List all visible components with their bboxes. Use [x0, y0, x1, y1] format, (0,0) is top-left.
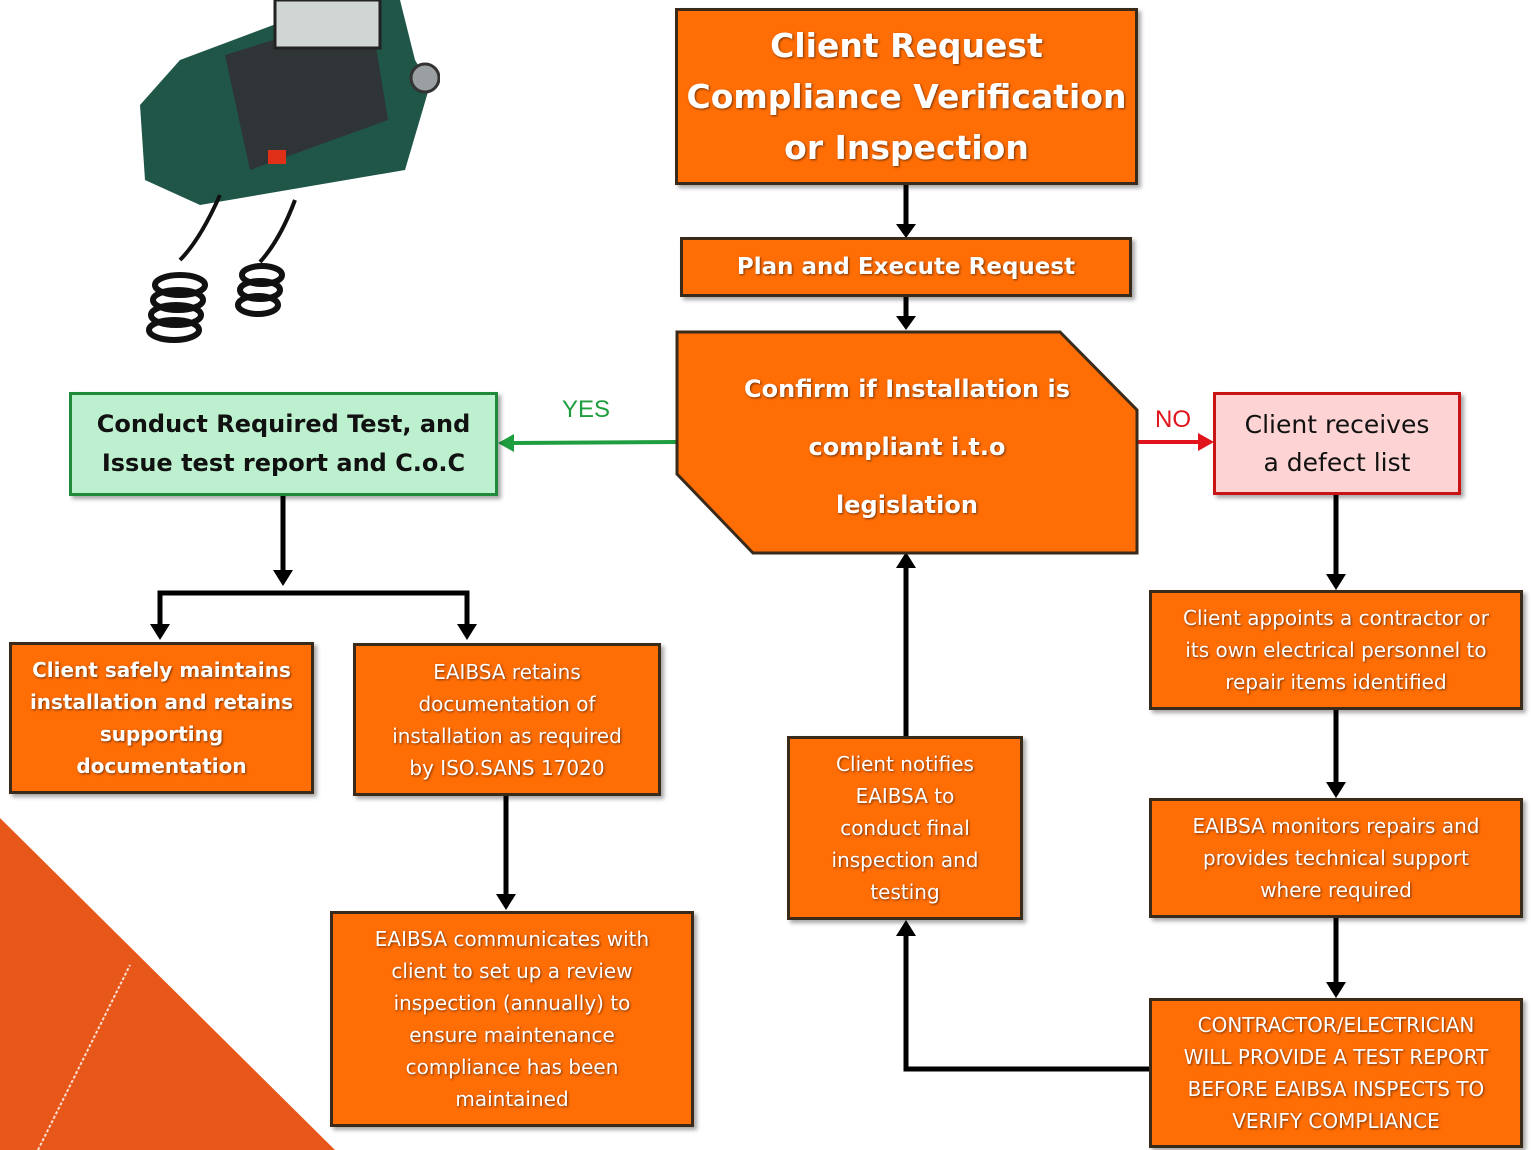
plan-execute-box: Plan and Execute Request	[680, 237, 1132, 297]
retains-line4: by ISO.SANS 17020	[409, 755, 605, 780]
monitors-line1: EAIBSA monitors repairs and	[1192, 814, 1480, 838]
arrow-yes	[511, 440, 678, 445]
maintains-box: Client safely maintains installation and…	[9, 642, 314, 794]
notifies-line5: testing	[870, 880, 940, 904]
monitors-box: EAIBSA monitors repairs and provides tec…	[1149, 798, 1523, 918]
notifies-box: Client notifies EAIBSA to conduct final …	[787, 736, 1023, 920]
client-request-box: Client Request Compliance Verification o…	[675, 8, 1138, 185]
confirm-line2: compliant i.t.o	[808, 433, 1006, 461]
maintains-line1: Client safely maintains	[32, 658, 291, 682]
retains-line2: documentation of	[418, 691, 596, 716]
maintains-line3: supporting	[99, 722, 224, 746]
appoints-line1: Client appoints a contractor or	[1183, 606, 1489, 630]
contractor-line1: CONTRACTOR/ELECTRICIAN	[1197, 1013, 1475, 1037]
decorative-orange-triangle	[0, 818, 335, 1150]
client-request-line1: Client Request	[770, 26, 1043, 65]
defect-list-line1: Client receives	[1244, 409, 1430, 439]
retains-docs-box: EAIBSA retains documentation of installa…	[353, 643, 661, 796]
defect-list-line2: a defect list	[1263, 447, 1411, 477]
contractor-line4: VERIFY COMPLIANCE	[1232, 1109, 1440, 1133]
contractor-line2: WILL PROVIDE A TEST REPORT	[1183, 1045, 1489, 1069]
arrow-contractor-to-notifies	[903, 934, 1150, 1072]
retains-line1: EAIBSA retains	[433, 659, 581, 684]
notifies-line1: Client notifies	[836, 752, 974, 776]
monitors-line2: provides technical support	[1203, 846, 1469, 870]
no-label: NO	[1155, 406, 1191, 433]
maintains-line4: documentation	[76, 754, 247, 778]
conduct-test-box: Conduct Required Test, and Issue test re…	[69, 392, 498, 496]
retains-line3: installation as required	[392, 723, 622, 748]
monitors-line3: where required	[1260, 878, 1412, 902]
communicates-line5: compliance has been	[405, 1055, 619, 1079]
defect-list-box: Client receives a defect list	[1213, 392, 1461, 495]
confirm-shape	[675, 330, 1139, 555]
notifies-line4: inspection and	[831, 848, 979, 872]
communicates-line3: inspection (annually) to	[393, 991, 631, 1015]
communicates-line1: EAIBSA communicates with	[374, 927, 650, 951]
communicates-line4: ensure maintenance	[409, 1023, 615, 1047]
yes-label: YES	[562, 396, 611, 423]
contractor-report-box: CONTRACTOR/ELECTRICIAN WILL PROVIDE A TE…	[1149, 998, 1523, 1148]
plan-execute-label: Plan and Execute Request	[736, 254, 1076, 280]
contractor-line3: BEFORE EAIBSA INSPECTS TO	[1187, 1077, 1485, 1101]
notifies-line2: EAIBSA to	[855, 784, 955, 808]
client-request-line3: or Inspection	[784, 128, 1029, 167]
communicates-box: EAIBSA communicates with client to set u…	[330, 911, 694, 1127]
appoints-line2: its own electrical personnel to	[1185, 638, 1487, 662]
notifies-line3: conduct final	[840, 816, 970, 840]
client-request-line2: Compliance Verification	[686, 77, 1127, 116]
conduct-test-line1: Conduct Required Test, and	[96, 410, 471, 438]
maintains-line2: installation and retains	[29, 690, 294, 714]
decorative-white-stroke	[37, 964, 131, 1150]
confirm-line3: legislation	[836, 491, 978, 519]
appoints-line3: repair items identified	[1225, 670, 1447, 694]
communicates-line6: maintained	[455, 1087, 569, 1111]
insulation-tester-device-image	[140, 0, 440, 343]
confirm-text: Confirm if Installation is compliant i.t…	[677, 360, 1137, 534]
split-connector	[157, 590, 470, 626]
conduct-test-line2: Issue test report and C.o.C	[101, 449, 466, 477]
communicates-line2: client to set up a review	[391, 959, 633, 983]
confirm-line1: Confirm if Installation is	[744, 375, 1070, 403]
appoints-box: Client appoints a contractor or its own …	[1149, 590, 1523, 710]
